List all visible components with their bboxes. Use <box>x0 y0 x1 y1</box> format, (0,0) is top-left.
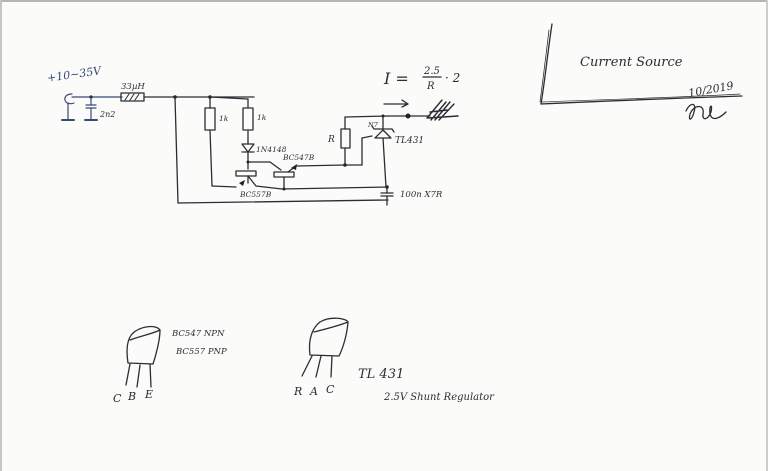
svg-text:I =: I = <box>383 69 409 88</box>
npn-arrow-icon <box>291 164 297 170</box>
pin-r: R <box>293 385 302 398</box>
tl431-symbol <box>374 129 392 139</box>
inductor-label: 33µH <box>121 82 145 92</box>
pin-c-tl431: C <box>326 383 335 396</box>
to92-transistor-icon <box>126 325 161 365</box>
svg-text:2.5: 2.5 <box>423 66 440 77</box>
pin-b: B <box>127 390 136 403</box>
r2-label: 1k <box>257 113 267 122</box>
r-sense-label: R <box>327 135 335 145</box>
supply-section: +10~35V 2n2 33µH <box>46 64 145 121</box>
resistor-r-sense <box>340 128 351 149</box>
pnp-label: BC557B <box>239 190 272 199</box>
supply-label: +10~35V <box>46 64 103 85</box>
tl431-description: 2.5V Shunt Regulator <box>383 392 495 403</box>
current-formula: I = 2.5 R · 2 <box>383 66 460 92</box>
paper-edge-right <box>766 0 768 471</box>
tl431-pinout: R A C TL 431 2.5V Shunt Regulator <box>293 317 495 403</box>
diode-label: 1N4148 <box>256 145 287 154</box>
npn-label: BC547B <box>282 153 315 162</box>
tl431-pin-mark: N7 <box>367 121 379 129</box>
resistor-r2 <box>242 107 254 131</box>
pin-c: C <box>113 392 122 405</box>
svg-text:R: R <box>426 81 435 92</box>
output-terminal <box>405 113 411 119</box>
paper-edge-top <box>0 0 768 2</box>
pin-e: E <box>144 388 153 401</box>
resistor-r1 <box>204 107 216 131</box>
pin-a: A <box>309 385 318 398</box>
load-hatch <box>426 99 459 121</box>
dc-jack-icon <box>64 93 75 105</box>
input-cap-label: 2n2 <box>99 110 115 119</box>
transistor-pinout: C B E BC547 NPN BC557 PNP <box>113 325 227 405</box>
transistor-bc547b <box>273 171 295 178</box>
diode-1n4148 <box>241 143 255 153</box>
svg-text:· 2: · 2 <box>445 71 460 85</box>
tl431-name: TL 431 <box>358 367 404 382</box>
tl431-label: TL431 <box>395 136 424 146</box>
main-circuit: 1k 1k 1N4148 BC557B BC547B <box>143 66 460 206</box>
signature-mark <box>685 103 727 120</box>
output-cap-label: 100n X7R <box>400 190 443 200</box>
title-block: Current Source 10/2019 <box>539 23 743 120</box>
pnp-arrow-icon <box>239 180 245 186</box>
transistor-bc557b <box>235 170 257 177</box>
paper-edge-left <box>0 0 2 471</box>
to92-tl431-icon <box>308 317 349 357</box>
title-text: Current Source <box>580 55 683 70</box>
transistor-type-2: BC557 PNP <box>175 347 227 357</box>
current-arrow-icon <box>383 99 409 108</box>
r1-label: 1k <box>219 114 229 123</box>
transistor-type-1: BC547 NPN <box>171 329 225 339</box>
